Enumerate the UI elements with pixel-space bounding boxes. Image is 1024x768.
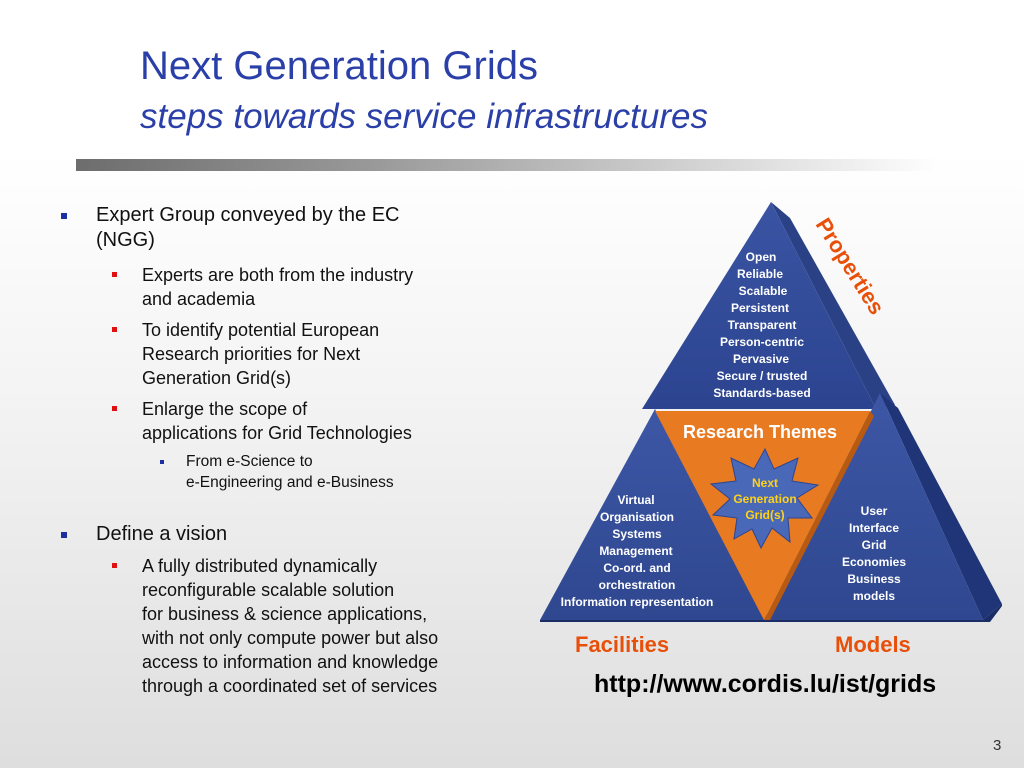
- facilities-label: Facilities: [575, 632, 670, 657]
- facilities-item: Virtual: [617, 493, 654, 507]
- research-themes-triangle-shade: [764, 411, 874, 620]
- properties-items: Open Reliable Scalable Persistent Transp…: [713, 250, 810, 400]
- next-generation-star: [709, 447, 820, 550]
- facilities-item: orchestration: [599, 578, 676, 592]
- models-item: Economies: [842, 555, 906, 569]
- slide-subtitle: steps towards service infrastructures: [140, 97, 708, 136]
- right-triangle-side: [880, 393, 1002, 620]
- bullet-item: Define a vision: [96, 523, 228, 545]
- bullet-item: Enlarge the scope of applications for Gr…: [142, 399, 412, 443]
- models-item: Interface: [849, 521, 899, 535]
- models-items: User Interface Grid Economies Business m…: [842, 504, 906, 603]
- bullet-item: From e-Science to e-Engineering and e-Bu…: [186, 453, 394, 491]
- bullet-item: Expert Group conveyed by the EC (NGG): [96, 204, 400, 251]
- models-item: Grid: [862, 538, 887, 552]
- bullet-marker: [112, 327, 117, 332]
- page-number: 3: [993, 737, 1002, 754]
- properties-item: Transparent: [728, 318, 797, 332]
- properties-item: Open: [746, 250, 777, 264]
- center-item: Next: [752, 476, 778, 490]
- bullet-item: A fully distributed dynamically reconfig…: [142, 556, 439, 696]
- top-triangle-side: [771, 202, 895, 409]
- facilities-item: Organisation: [600, 510, 674, 524]
- bullet-marker: [61, 213, 67, 219]
- properties-item: Persistent: [731, 301, 789, 315]
- bullet-marker: [112, 406, 117, 411]
- center-item: Grid(s): [745, 508, 784, 522]
- base-shadow: [540, 604, 1002, 622]
- facilities-item: Information representation: [561, 595, 714, 609]
- bullet-marker: [61, 532, 67, 538]
- bullet-item: Experts are both from the industry and a…: [142, 265, 414, 309]
- slide-title: Next Generation Grids: [140, 44, 538, 88]
- properties-item: Pervasive: [733, 352, 789, 366]
- models-item: Business: [847, 572, 901, 586]
- bullet-marker: [112, 563, 117, 568]
- center-items: Next Generation Grid(s): [733, 476, 796, 522]
- properties-item: Scalable: [739, 284, 788, 298]
- title-divider: [76, 159, 940, 171]
- properties-item: Secure / trusted: [717, 369, 808, 383]
- center-item: Generation: [733, 492, 796, 506]
- models-triangle: [766, 393, 983, 620]
- facilities-item: Systems: [612, 527, 662, 541]
- properties-item: Person-centric: [720, 335, 804, 349]
- models-item: User: [861, 504, 888, 518]
- properties-item: Reliable: [737, 267, 783, 281]
- models-item: models: [853, 589, 895, 603]
- facilities-triangle: [540, 409, 770, 620]
- bullet-marker: [160, 460, 164, 464]
- properties-triangle: [642, 202, 876, 409]
- models-label: Models: [835, 632, 911, 657]
- facilities-item: Co-ord. and: [603, 561, 670, 575]
- bullet-marker: [112, 272, 117, 277]
- facilities-item: Management: [599, 544, 672, 558]
- source-url: http://www.cordis.lu/ist/grids: [594, 670, 937, 698]
- research-themes-label: Research Themes: [683, 422, 837, 442]
- bullet-item: To identify potential European Research …: [142, 320, 380, 388]
- facilities-items: Virtual Organisation Systems Management …: [561, 493, 714, 609]
- properties-item: Standards-based: [713, 386, 810, 400]
